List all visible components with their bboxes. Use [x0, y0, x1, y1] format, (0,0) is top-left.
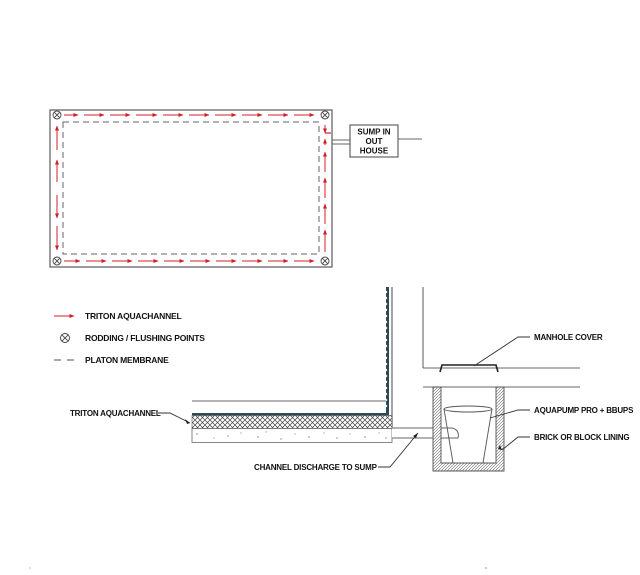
sump-line-2: OUT [366, 137, 383, 146]
screed-layer [191, 415, 393, 429]
leader-lines [158, 336, 530, 468]
legend-label-membrane: PLATON MEMBRANE [85, 355, 169, 365]
label-aquapump: AQUAPUMP PRO + BBUPS [534, 406, 634, 415]
plan-view: SUMP IN OUT HOUSE [49, 109, 422, 268]
sump-line-1: SUMP IN [357, 128, 390, 137]
legend-label-rodding: RODDING / FLUSHING POINTS [85, 333, 205, 343]
floor-membrane [192, 413, 389, 416]
platon-membrane [386, 287, 389, 415]
corner-mark [29, 567, 31, 569]
platon-membrane-line [62, 121, 320, 255]
section-view: TRITON AQUACHANNEL CHANNEL DISCHARGE TO … [70, 287, 634, 472]
label-triton-aquachannel: TRITON AQUACHANNEL [70, 409, 161, 418]
manhole-cover [439, 364, 499, 373]
corner-mark [485, 567, 487, 569]
concrete-slab [191, 428, 393, 443]
concrete-aggregate [196, 431, 387, 440]
brick-lining [432, 386, 505, 472]
discharge-pipe [392, 427, 459, 439]
circle-x-icon [60, 333, 70, 343]
label-manhole-cover: MANHOLE COVER [534, 333, 603, 342]
sump-line-3: HOUSE [360, 147, 389, 156]
sump-box: SUMP IN OUT HOUSE [349, 124, 422, 158]
building-outline [49, 109, 333, 268]
label-channel-discharge: CHANNEL DISCHARGE TO SUMP [254, 463, 378, 472]
legend-label-channel: TRITON AQUACHANNEL [85, 311, 182, 321]
legend: TRITON AQUACHANNEL RODDING / FLUSHING PO… [54, 311, 205, 365]
label-brick-lining: BRICK OR BLOCK LINING [534, 433, 629, 442]
rodding-point-icon [52, 110, 330, 266]
